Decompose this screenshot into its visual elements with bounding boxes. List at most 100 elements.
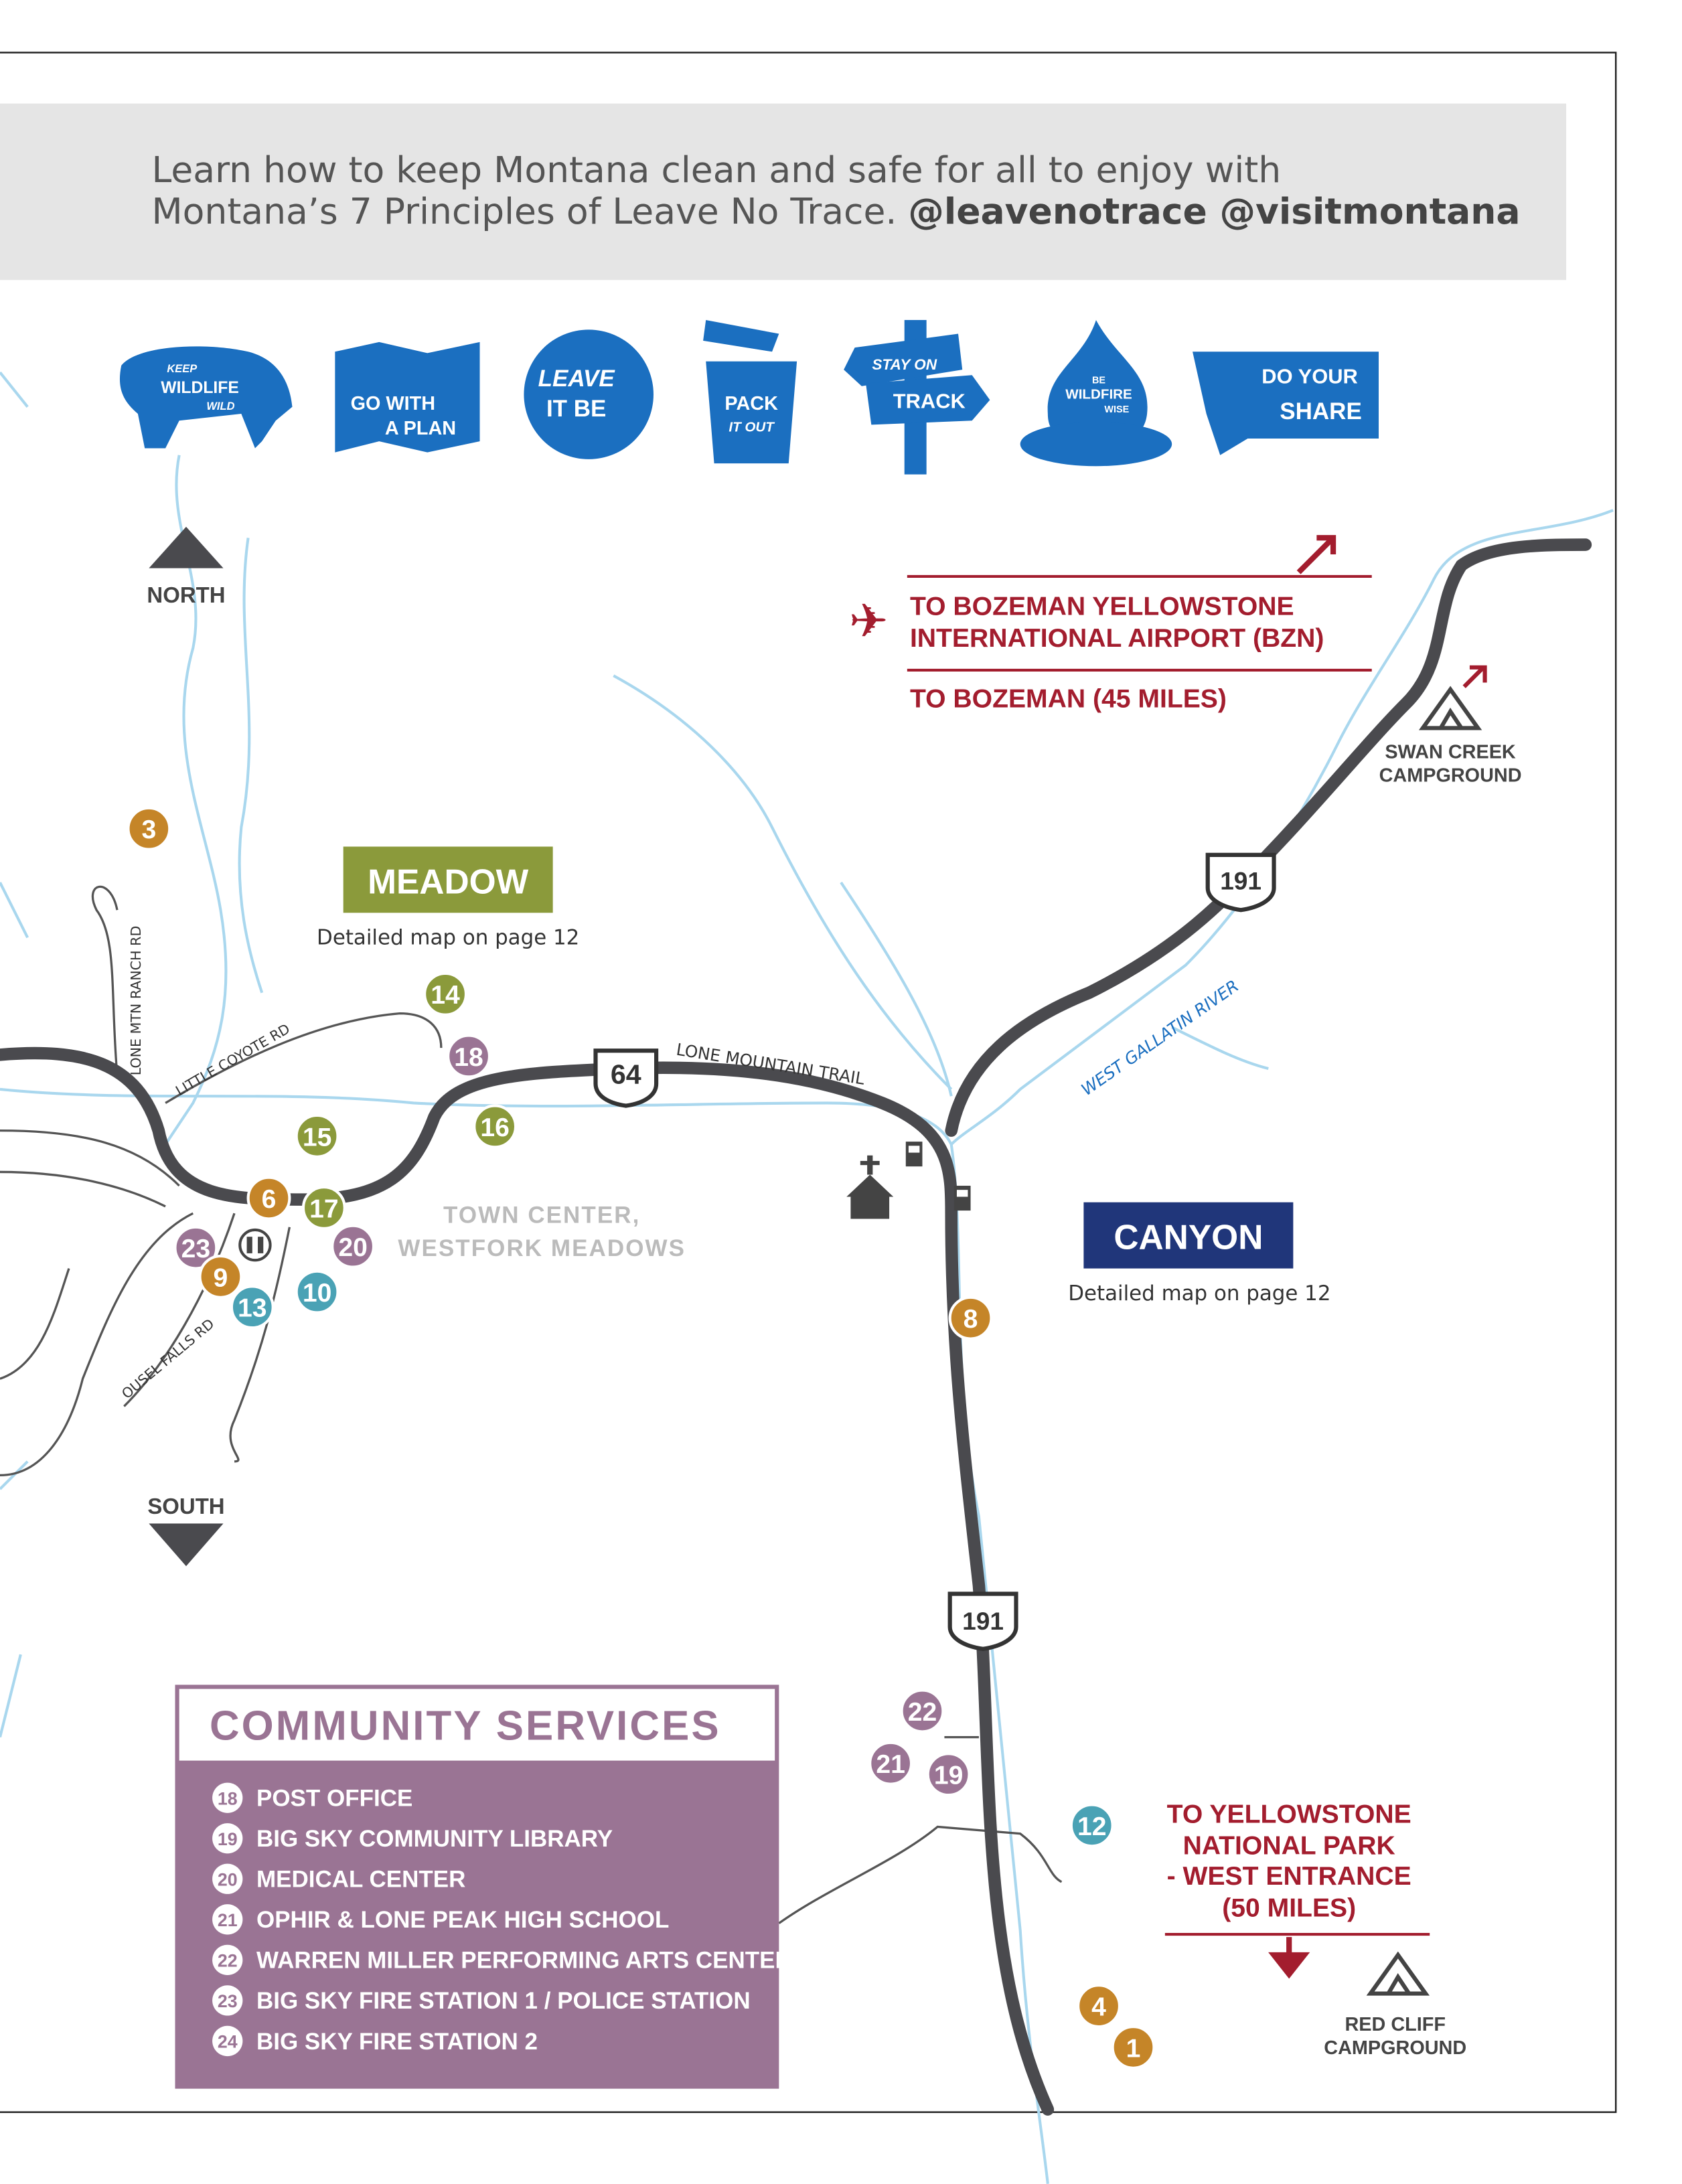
map-marker-20[interactable]: 20 xyxy=(331,1224,376,1269)
map-marker-16[interactable]: 16 xyxy=(473,1104,518,1149)
map-marker-9[interactable]: 9 xyxy=(198,1254,243,1299)
highway-191-shield-top: 191 xyxy=(1205,852,1276,913)
svg-text:19: 19 xyxy=(934,1762,964,1790)
restroom-icon xyxy=(238,1228,272,1262)
svg-text:SHARE: SHARE xyxy=(1280,398,1362,424)
map-marker-13[interactable]: 13 xyxy=(230,1285,275,1330)
airport-direction: ✈ TO BOZEMAN YELLOWSTONE INTERNATIONAL A… xyxy=(849,535,1372,714)
svg-text:OPHIR & LONE PEAK HIGH SCHOOL: OPHIR & LONE PEAK HIGH SCHOOL xyxy=(256,1907,669,1933)
svg-text:- WEST ENTRANCE: - WEST ENTRANCE xyxy=(1167,1862,1411,1891)
stay-on-track-icon: STAY ON TRACK xyxy=(844,319,990,475)
svg-text:KEEP: KEEP xyxy=(167,363,198,375)
svg-text:POST OFFICE: POST OFFICE xyxy=(256,1786,412,1812)
north-label: NORTH xyxy=(147,582,225,607)
svg-text:A PLAN: A PLAN xyxy=(385,418,456,439)
svg-text:MEDICAL CENTER: MEDICAL CENTER xyxy=(256,1867,465,1893)
map-marker-23[interactable]: 23 xyxy=(173,1225,218,1270)
north-arrow-icon xyxy=(149,526,224,568)
map-marker-3[interactable]: 3 xyxy=(127,806,171,851)
svg-text:DO YOUR: DO YOUR xyxy=(1262,365,1358,388)
svg-text:20: 20 xyxy=(338,1233,368,1262)
canyon-label: CANYON xyxy=(1114,1218,1263,1257)
svg-text:24: 24 xyxy=(218,2032,238,2052)
svg-text:LEAVE: LEAVE xyxy=(538,366,616,392)
leave-it-be-icon: LEAVE IT BE xyxy=(524,329,654,459)
svg-text:WISE: WISE xyxy=(1104,404,1129,415)
svg-text:WARREN MILLER PERFORMING ARTS: WARREN MILLER PERFORMING ARTS CENTER xyxy=(256,1948,792,1974)
svg-text:18: 18 xyxy=(218,1789,238,1809)
svg-text:IT BE: IT BE xyxy=(546,396,606,422)
map-marker-15[interactable]: 15 xyxy=(295,1113,339,1158)
svg-text:WILD: WILD xyxy=(206,400,234,412)
svg-text:191: 191 xyxy=(962,1607,1004,1635)
svg-text:15: 15 xyxy=(303,1123,332,1152)
svg-text:GO WITH: GO WITH xyxy=(351,393,435,414)
svg-text:22: 22 xyxy=(218,1951,238,1971)
meadow-label: MEADOW xyxy=(368,862,529,901)
be-wildfire-wise-icon: BE WILDFIRE WISE xyxy=(1020,319,1172,467)
map-marker-17[interactable]: 17 xyxy=(301,1186,346,1230)
westfork-meadows-label: WESTFORK MEADOWS xyxy=(398,1235,686,1261)
airplane-icon: ✈ xyxy=(849,594,889,649)
gas-station-icon xyxy=(905,1142,923,1167)
banner-handles: @leavenotrace @visitmontana xyxy=(908,190,1520,232)
highway-191-shield-bottom: 191 xyxy=(947,1591,1018,1651)
do-your-share-icon: DO YOUR SHARE xyxy=(1193,352,1379,455)
svg-text:6: 6 xyxy=(262,1185,277,1214)
map-marker-6[interactable]: 6 xyxy=(246,1176,291,1221)
bozeman-direction: TO BOZEMAN (45 MILES) xyxy=(910,685,1227,714)
svg-text:20: 20 xyxy=(218,1870,238,1890)
map-marker-10[interactable]: 10 xyxy=(295,1269,339,1314)
community-services-title: COMMUNITY SERVICES xyxy=(210,1703,721,1749)
meadow-note: Detailed map on page 12 xyxy=(317,926,579,950)
svg-text:14: 14 xyxy=(431,981,460,1010)
yellowstone-direction: TO YELLOWSTONE NATIONAL PARK - WEST ENTR… xyxy=(1164,1800,1430,1979)
svg-text:CAMPGROUND: CAMPGROUND xyxy=(1379,765,1522,787)
community-service-item: 22 WARREN MILLER PERFORMING ARTS CENTER xyxy=(212,1944,792,1976)
svg-text:BE: BE xyxy=(1092,376,1105,386)
map-marker-18[interactable]: 18 xyxy=(447,1034,491,1079)
svg-text:CAMPGROUND: CAMPGROUND xyxy=(1324,2037,1466,2059)
svg-text:PACK: PACK xyxy=(724,393,778,414)
svg-text:64: 64 xyxy=(611,1059,641,1090)
svg-text:WILDLIFE: WILDLIFE xyxy=(161,379,239,397)
lone-mtn-ranch-rd-label: LONE MTN RANCH RD xyxy=(128,926,144,1076)
map-marker-19[interactable]: 19 xyxy=(926,1752,971,1797)
arrow-northeast-icon xyxy=(1462,665,1487,688)
svg-text:3: 3 xyxy=(141,815,156,844)
svg-text:191: 191 xyxy=(1220,866,1262,894)
canyon-note: Detailed map on page 12 xyxy=(1068,1281,1330,1306)
map-marker-14[interactable]: 14 xyxy=(423,971,468,1016)
go-with-a-plan-icon: GO WITH A PLAN xyxy=(335,341,480,453)
map-marker-21[interactable]: 21 xyxy=(868,1741,913,1786)
svg-text:INTERNATIONAL AIRPORT (BZN): INTERNATIONAL AIRPORT (BZN) xyxy=(910,624,1324,653)
canyon-badge[interactable] xyxy=(1083,1202,1294,1269)
svg-text:STAY ON: STAY ON xyxy=(872,356,937,373)
map-marker-4[interactable]: 4 xyxy=(1077,1984,1121,2029)
svg-text:16: 16 xyxy=(480,1113,510,1142)
map-marker-12[interactable]: 12 xyxy=(1069,1803,1114,1848)
map-marker-1[interactable]: 1 xyxy=(1111,2025,1156,2070)
svg-text:SWAN CREEK: SWAN CREEK xyxy=(1385,742,1515,763)
svg-text:NATIONAL PARK: NATIONAL PARK xyxy=(1183,1832,1395,1861)
map-marker-8[interactable]: 8 xyxy=(948,1296,993,1340)
community-service-item: 18 POST OFFICE xyxy=(212,1782,412,1813)
meadow-badge[interactable] xyxy=(343,846,553,913)
svg-text:17: 17 xyxy=(309,1194,339,1223)
tent-icon xyxy=(1418,686,1482,730)
map-marker-22[interactable]: 22 xyxy=(900,1689,945,1733)
highway-64-shield: 64 xyxy=(593,1048,659,1108)
svg-text:TRACK: TRACK xyxy=(893,390,966,413)
svg-text:TO BOZEMAN YELLOWSTONE: TO BOZEMAN YELLOWSTONE xyxy=(910,593,1294,621)
south-label: SOUTH xyxy=(147,1494,224,1518)
red-cliff-campground: RED CLIFF CAMPGROUND xyxy=(1324,1951,1466,2059)
community-service-item: 20 MEDICAL CENTER xyxy=(212,1863,465,1894)
south-arrow-icon xyxy=(149,1523,224,1567)
gas-station-icon xyxy=(953,1186,971,1211)
